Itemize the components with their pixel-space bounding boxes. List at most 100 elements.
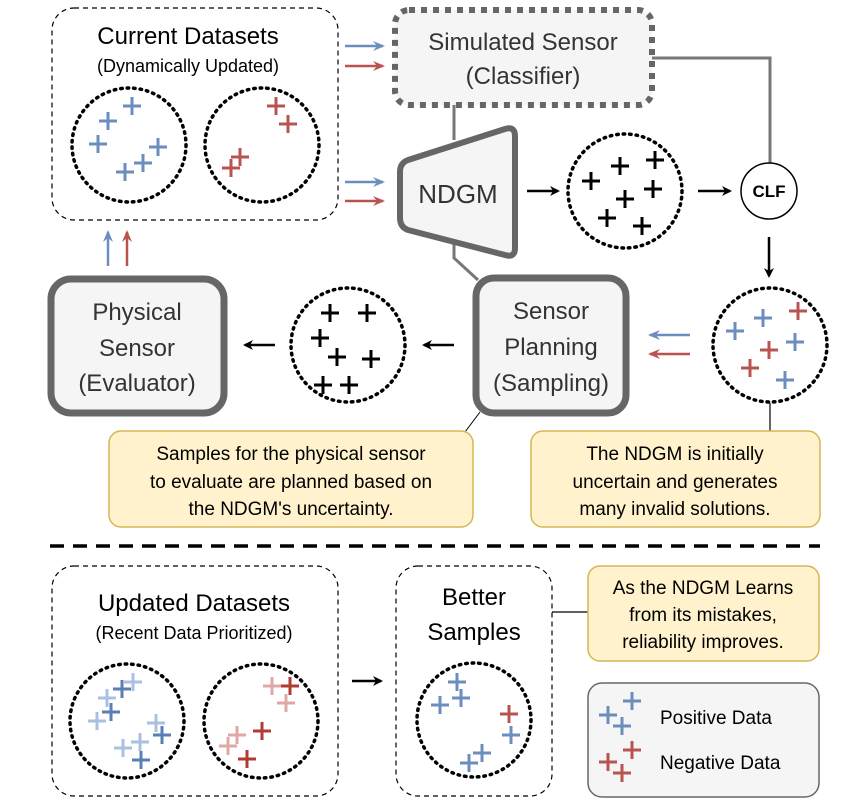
recent-negative-marker (253, 722, 271, 740)
old-positive-marker (88, 712, 106, 730)
negative-marker (222, 159, 240, 177)
updated-negative-cluster (202, 662, 320, 780)
sample-marker (328, 348, 346, 366)
clf-label: CLF (752, 182, 785, 201)
physical-sensor-label-1: Physical (92, 299, 181, 326)
old-negative-marker (228, 726, 246, 744)
negative-legend-icon (623, 741, 641, 759)
note-learns: As the NDGM Learns from its mistakes, re… (587, 565, 820, 662)
old-positive-marker (147, 714, 165, 732)
sample-marker (340, 376, 358, 394)
note-uncertain-line-3: many invalid solutions. (579, 499, 770, 520)
sample-marker (321, 304, 339, 322)
positive-legend-icon (613, 717, 631, 735)
note-sampling-line-2: to evaluate are planned based on (150, 472, 432, 493)
note-uncertain: The NDGM is initially uncertain and gene… (530, 430, 821, 528)
positive-marker (431, 696, 449, 714)
note-learns-line-3: reliability improves. (622, 632, 784, 653)
simulated-sensor-label: Simulated Sensor (428, 29, 617, 56)
positive-marker (99, 112, 117, 130)
sample-marker (314, 376, 332, 394)
simulated-sensor-box: Simulated Sensor (Classifier) (392, 7, 655, 108)
sample-marker (582, 172, 600, 190)
sensor-planning-label-1: Sensor (513, 298, 589, 325)
sensor-planning-label-3: (Sampling) (493, 370, 609, 397)
updated-positive-cluster (68, 662, 186, 780)
sensor-planning-label-2: Planning (504, 334, 597, 361)
updated-datasets-title: Updated Datasets (98, 590, 290, 617)
legend-positive-label: Positive Data (660, 708, 772, 729)
note-uncertain-line-2: uncertain and generates (573, 472, 778, 493)
clf-node: CLF (740, 162, 798, 220)
positive-marker (89, 135, 107, 153)
sample-marker (616, 190, 634, 208)
recent-positive-marker (113, 680, 131, 698)
note-learns-line-2: from its mistakes, (629, 605, 777, 626)
positive-marker (473, 744, 491, 762)
old-negative-marker (263, 677, 281, 695)
positive-marker (786, 333, 804, 351)
old-positive-marker (131, 733, 149, 751)
positive-marker (452, 689, 470, 707)
physical-sensor-label-3: (Evaluator) (78, 370, 195, 397)
positive-marker (726, 322, 744, 340)
ndgm-planning-connector (452, 240, 480, 282)
recent-positive-marker (102, 703, 120, 721)
old-negative-marker (277, 694, 295, 712)
negative-marker (500, 705, 518, 723)
recent-positive-marker (132, 751, 150, 769)
note-learns-line-1: As the NDGM Learns (613, 578, 794, 599)
positive-marker (754, 309, 772, 327)
better-samples-cluster (415, 661, 533, 779)
note-sampling: Samples for the physical sensor to evalu… (108, 430, 474, 528)
negative-legend-icon (613, 764, 631, 782)
negative-legend-icon (599, 753, 617, 771)
physical-sensor-box: Physical Sensor (Evaluator) (47, 275, 228, 417)
negative-marker (231, 148, 249, 166)
positive-marker (502, 726, 520, 744)
positive-marker (116, 163, 134, 181)
negative-data-cluster (203, 86, 321, 204)
positive-marker (123, 97, 141, 115)
classifier-connector (652, 56, 772, 163)
old-positive-marker (124, 673, 142, 691)
note-uncertain-line-1: The NDGM is initially (586, 444, 764, 465)
positive-marker (134, 154, 152, 172)
legend-negative-label: Negative Data (660, 753, 781, 774)
positive-marker (460, 754, 478, 772)
updated-datasets-panel: Updated Datasets (Recent Data Prioritize… (51, 565, 339, 797)
sample-marker (611, 157, 629, 175)
sensor-planning-box: Sensor Planning (Sampling) (472, 274, 630, 417)
better-samples-panel: Better Samples (395, 565, 553, 797)
legend: Positive Data Negative Data (587, 682, 820, 798)
old-negative-marker (219, 737, 237, 755)
better-samples-label-2: Samples (427, 619, 520, 646)
sample-marker (598, 209, 616, 227)
positive-legend-icon (599, 706, 617, 724)
planned-samples-cluster (289, 286, 407, 404)
positive-marker (448, 673, 466, 691)
recent-negative-marker (238, 750, 256, 768)
generated-samples-cluster (566, 132, 684, 250)
simulated-sensor-sublabel: (Classifier) (466, 63, 581, 90)
classified-samples-cluster (711, 286, 829, 404)
positive-legend-icon (623, 692, 641, 710)
updated-datasets-subtitle: (Recent Data Prioritized) (95, 623, 292, 643)
negative-marker (279, 115, 297, 133)
recent-positive-marker (153, 726, 171, 744)
negative-marker (760, 341, 778, 359)
note-sampling-connector (464, 411, 481, 433)
current-datasets-title: Current Datasets (97, 23, 278, 50)
negative-marker (789, 302, 807, 320)
note-sampling-line-1: Samples for the physical sensor (156, 444, 426, 465)
positive-data-cluster (70, 86, 188, 204)
recent-negative-marker (281, 677, 299, 695)
positive-marker (149, 138, 167, 156)
negative-marker (267, 97, 285, 115)
note-sampling-line-3: the NDGM's uncertainty. (189, 499, 394, 520)
current-datasets-panel: Current Datasets (Dynamically Updated) (51, 7, 339, 221)
positive-marker (776, 371, 794, 389)
better-samples-label-1: Better (442, 584, 506, 611)
ndgm-model: NDGM (397, 125, 518, 259)
